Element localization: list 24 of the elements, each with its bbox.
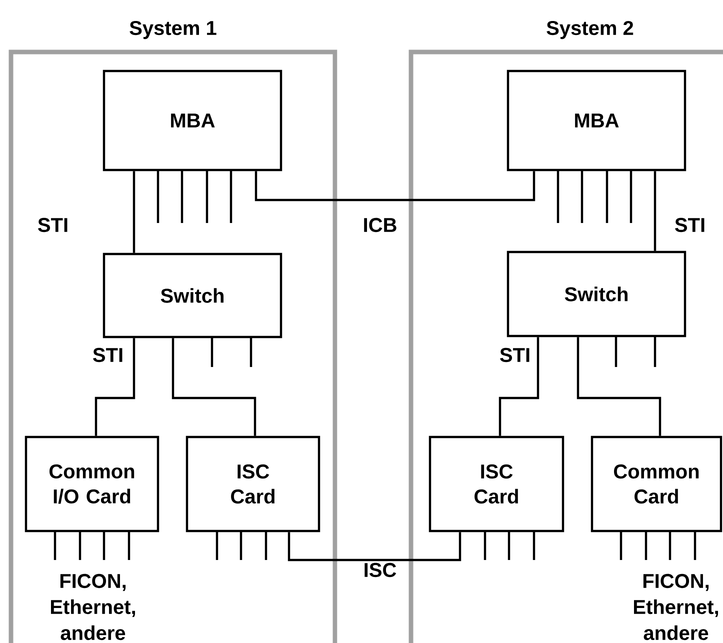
connector-line [254,171,536,202]
component-box: ISC Card [186,436,320,532]
component-box: Switch [506,250,686,338]
connector-line [576,337,662,436]
component-box: Common Card [590,436,722,532]
component-box: MBA [102,70,282,172]
component-box: Common I/O Card [24,436,160,532]
connector-line [498,337,540,436]
component-box: MBA [506,70,686,172]
edge-label: STI [38,218,68,232]
edge-label: STI [500,348,530,362]
connector-line [654,171,656,251]
port-label: FICON, Ethernet, andere [634,574,718,640]
edge-label: STI [93,348,122,362]
connector-line [132,171,136,253]
component-box: ISC Card [428,436,564,532]
edge-label: ISC [364,562,396,578]
connector-line [288,532,462,562]
connector-line [172,338,256,436]
edge-label: ICB [364,218,396,232]
edge-label: STI [675,218,704,232]
port-label: FICON, Ethernet, andere [51,574,135,640]
connector-line [94,338,136,436]
component-box: Switch [102,252,282,338]
